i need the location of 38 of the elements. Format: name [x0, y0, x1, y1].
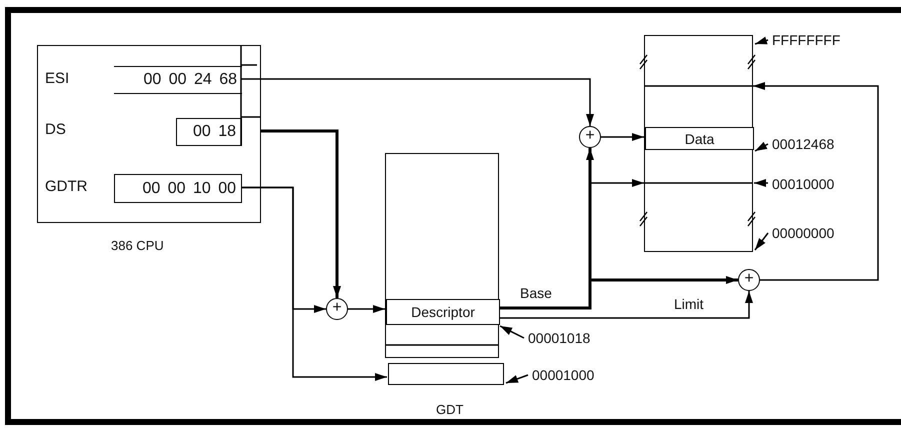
address-label: 00012468 — [772, 136, 842, 152]
register-field: 00 00 10 00 — [114, 174, 242, 203]
leader-arrow — [500, 325, 524, 339]
arrow — [260, 130, 341, 298]
register-field: 00 00 24 68 — [114, 66, 242, 94]
leader-arrow — [754, 142, 768, 152]
address-label: 00010000 — [772, 176, 842, 192]
table-row: Data — [645, 127, 754, 150]
arrow — [753, 82, 879, 281]
arrow — [348, 305, 385, 313]
table-row — [388, 363, 504, 385]
adder-circle: + — [326, 298, 348, 320]
adder-circle: + — [738, 269, 760, 291]
arrow — [241, 78, 594, 126]
register-name: ESI — [45, 71, 70, 87]
arrow — [499, 291, 753, 319]
address-label: 00000000 — [772, 225, 842, 241]
register-name: DS — [45, 122, 66, 138]
arrow — [499, 276, 738, 310]
register-field: 00 18 — [176, 118, 242, 146]
adder-circle: + — [579, 126, 601, 148]
address-label: FFFFFFFF — [772, 32, 842, 48]
leader-arrow — [754, 179, 768, 187]
register-name: GDTR — [45, 179, 88, 195]
arrow — [241, 186, 387, 381]
edge-label: Limit — [672, 296, 706, 312]
table-row: Descriptor — [386, 299, 500, 325]
memory-column — [644, 35, 753, 252]
caption-text: 386 CPU — [111, 238, 164, 254]
table-column — [385, 153, 499, 358]
leader-arrow — [754, 36, 768, 45]
leader-arrow — [754, 232, 769, 250]
arrow — [601, 133, 644, 141]
leader-arrow — [506, 374, 528, 384]
table-caption: GDT — [436, 402, 464, 418]
edge-label: Base — [518, 285, 554, 301]
address-label: 00001018 — [528, 330, 598, 346]
address-label: 00001000 — [532, 367, 602, 383]
